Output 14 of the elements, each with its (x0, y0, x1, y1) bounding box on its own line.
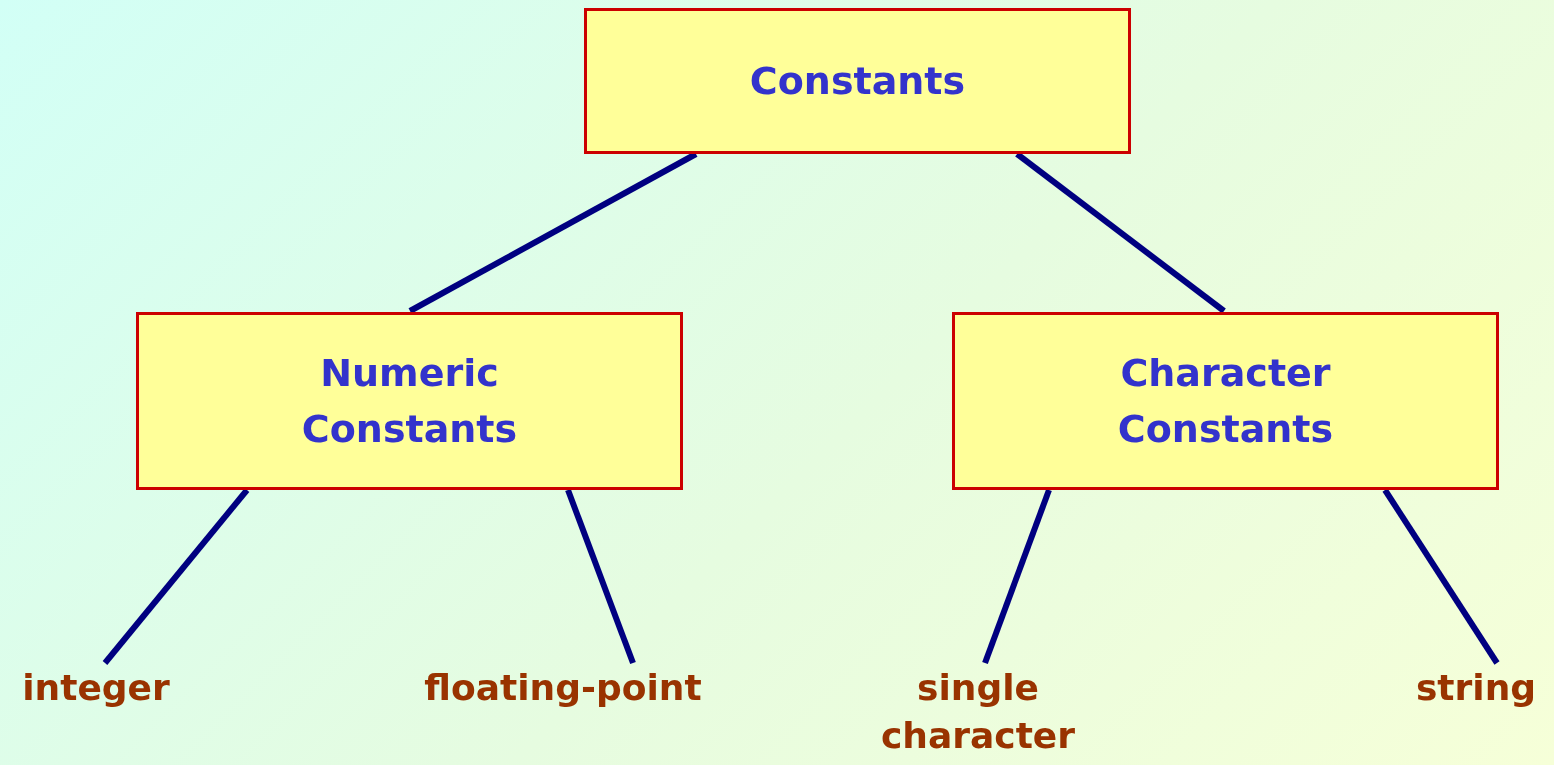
leaf-label: single character (868, 664, 1088, 760)
connector-line (982, 488, 1052, 665)
box-title: Character Constants (1116, 350, 1335, 453)
box-title: Numeric Constants (300, 350, 519, 453)
leaf-label: floating-point (398, 664, 728, 712)
leaf-label: integer (6, 664, 186, 712)
box-title: Constants (748, 58, 967, 105)
category-box (136, 312, 683, 490)
category-box (584, 8, 1131, 154)
leaf-label: string (1400, 664, 1552, 712)
connector-line (565, 488, 636, 665)
connector-line (102, 488, 250, 665)
connector-line (1382, 488, 1500, 665)
category-box (952, 312, 1499, 490)
